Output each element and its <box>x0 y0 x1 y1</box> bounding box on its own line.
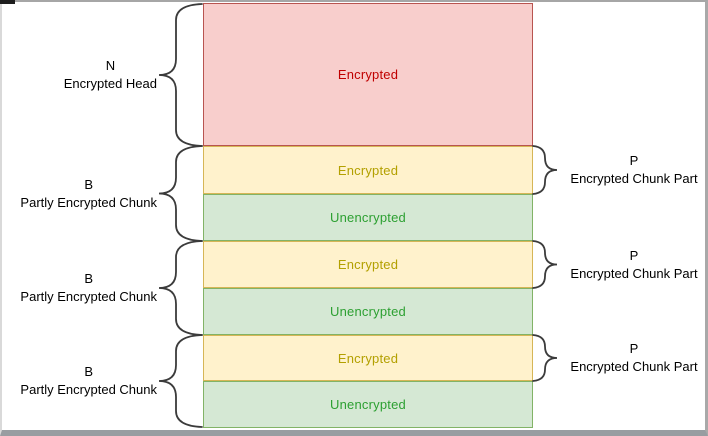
annotation-line: P <box>629 341 639 356</box>
segment-box-green-6: Unencrypted <box>203 381 533 428</box>
segment-label: Unencrypted <box>330 304 406 319</box>
segment-box-red-0: Encrypted <box>203 3 533 146</box>
annotation-line: Encrypted Chunk Part <box>570 265 698 281</box>
segment-label: Unencrypted <box>330 397 406 412</box>
annotation-line: N <box>105 58 116 73</box>
annotation-line: B <box>84 176 94 192</box>
annotation-line: P <box>629 153 639 168</box>
annotation-line: Encrypted Head <box>63 76 157 91</box>
right-annotation-2: P Encrypted Chunk Part <box>563 340 705 376</box>
right-brace-2 <box>532 334 558 382</box>
left-brace-1 <box>158 145 203 242</box>
segment-label: Encrypted <box>337 350 399 366</box>
left-annotation-3: B Partly Encrypted Chunk <box>20 363 157 399</box>
annotation-line: B <box>84 271 94 286</box>
segment-label: Encrypted <box>337 257 399 272</box>
right-annotation-0: P Encrypted Chunk Part <box>563 152 705 188</box>
annotation-line: P <box>629 247 639 263</box>
right-annotation-1: P Encrypted Chunk Part <box>563 247 705 283</box>
left-brace-2 <box>158 240 203 336</box>
segment-label: Unencrypted <box>330 210 406 225</box>
annotation-line: Partly Encrypted Chunk <box>20 289 157 304</box>
segment-box-green-4: Unencrypted <box>203 288 533 335</box>
corner-artifact <box>0 0 15 4</box>
left-annotation-2: B Partly Encrypted Chunk <box>20 270 157 306</box>
segment-box-yellow-3: Encrypted <box>203 241 533 288</box>
annotation-line: Encrypted Chunk Part <box>570 359 698 374</box>
segment-box-yellow-1: Encrypted <box>203 146 533 194</box>
left-annotation-0: N Encrypted Head <box>64 57 157 93</box>
segment-label: Encrypted <box>337 67 399 82</box>
right-brace-1 <box>532 240 558 289</box>
left-brace-0 <box>158 3 203 147</box>
segment-box-yellow-5: Encrypted <box>203 335 533 381</box>
right-brace-0 <box>532 145 558 195</box>
annotation-line: Partly Encrypted Chunk <box>20 382 157 397</box>
segment-label: Encrypted <box>337 162 399 178</box>
annotation-line: Partly Encrypted Chunk <box>20 194 157 210</box>
left-brace-3 <box>158 334 203 428</box>
segment-box-green-2: Unencrypted <box>203 194 533 241</box>
annotation-line: B <box>84 364 94 379</box>
annotation-line: Encrypted Chunk Part <box>570 171 698 186</box>
left-annotation-1: B Partly Encrypted Chunk <box>20 176 157 212</box>
